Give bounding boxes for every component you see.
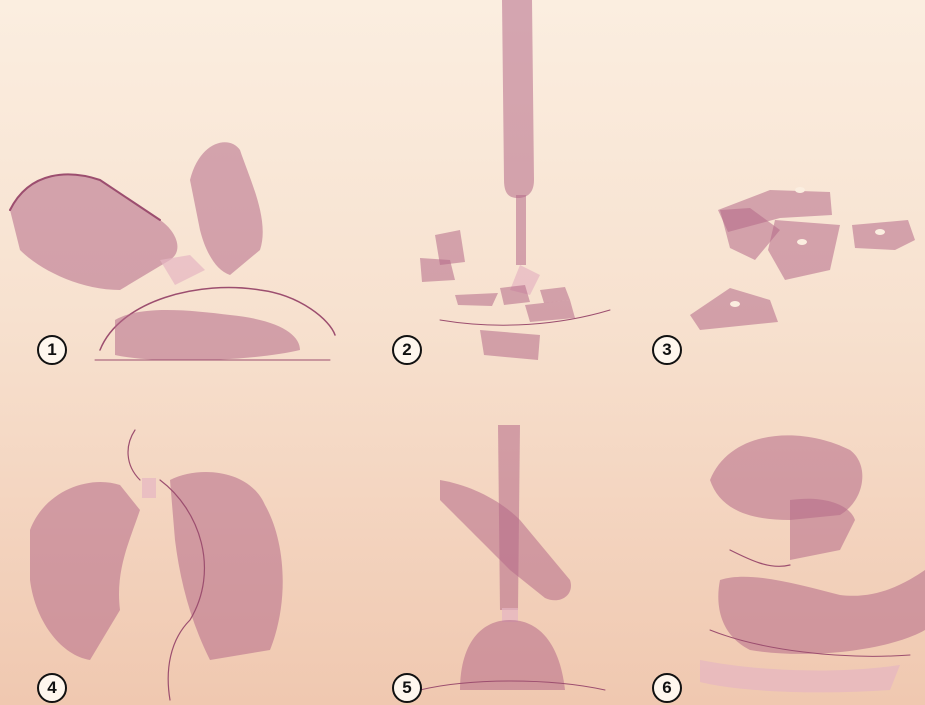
drilled-shell-pieces-icon	[640, 170, 925, 380]
step-6-badge: 6	[652, 673, 682, 703]
step-1-panel: 1	[0, 120, 340, 380]
step-number: 1	[47, 340, 56, 360]
step-2-panel: 2	[380, 0, 620, 380]
hands-threading-bead-icon	[0, 420, 310, 705]
step-3-panel: 3	[640, 170, 925, 380]
step-number: 6	[662, 678, 671, 698]
step-number: 4	[47, 678, 56, 698]
hands-rolling-beads-icon	[640, 420, 925, 705]
step-6-panel: 6	[640, 420, 925, 705]
step-1-badge: 1	[37, 335, 67, 365]
step-number: 5	[402, 678, 411, 698]
step-4-badge: 4	[37, 673, 67, 703]
grinding-on-stone-icon	[380, 420, 620, 705]
step-5-panel: 5	[380, 420, 620, 705]
step-5-badge: 5	[392, 673, 422, 703]
step-number: 2	[402, 340, 411, 360]
chisel-cutting-pieces-icon	[380, 0, 620, 380]
step-3-badge: 3	[652, 335, 682, 365]
step-number: 3	[662, 340, 671, 360]
step-2-badge: 2	[392, 335, 422, 365]
step-4-panel: 4	[0, 420, 310, 705]
